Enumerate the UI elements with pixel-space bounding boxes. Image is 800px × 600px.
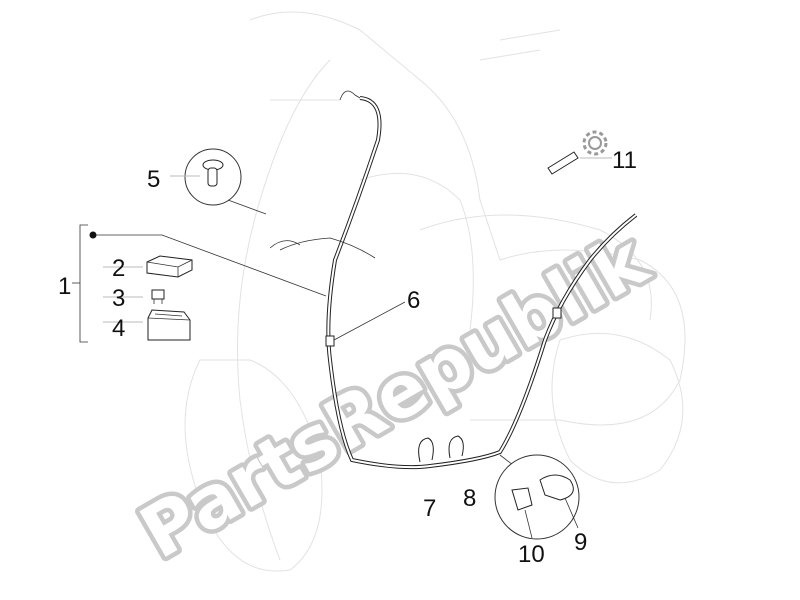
callout-9: 9 [574,529,587,556]
callout-8: 8 [463,485,476,512]
screw-icon [202,159,224,187]
callout-4: 4 [112,315,125,342]
callout-6: 6 [407,287,420,314]
callout-1: 1 [58,273,71,300]
part-11: 11 [547,130,637,175]
callout-2: 2 [112,255,125,282]
cable-tie-icon [418,435,464,463]
grommet-icon [552,307,562,319]
battery-icon [147,309,191,341]
fuse-icon [151,289,165,304]
callout-3: 3 [112,285,125,312]
clamp-icon [511,474,574,511]
grommet-icon [325,335,335,347]
scooter-outline [184,11,686,572]
part-1-group: 1 2 3 4 [58,224,327,343]
gear-icon [582,130,608,156]
callout-11: 11 [612,147,637,174]
part-5-screw: 5 [147,148,267,215]
callout-7: 7 [423,495,436,522]
callout-10: 10 [518,541,545,568]
relay-icon [146,255,193,278]
callout-5: 5 [147,166,160,193]
wiring-harness [269,90,638,470]
clamp-detail [494,454,580,540]
